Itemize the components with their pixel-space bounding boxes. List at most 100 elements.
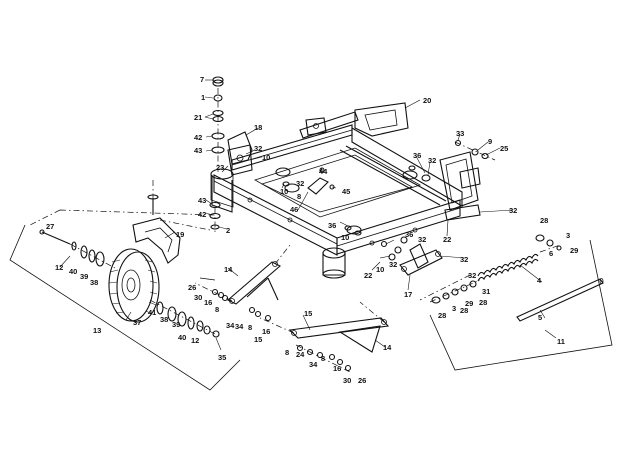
callout-14: 14 xyxy=(383,343,392,352)
callout-32: 32 xyxy=(468,271,476,280)
callout-1: 1 xyxy=(201,93,205,102)
callout-26: 26 xyxy=(188,283,196,292)
callout-13: 13 xyxy=(93,326,101,335)
callout-28: 28 xyxy=(460,306,468,315)
callout-25: 25 xyxy=(500,144,508,153)
callout-32: 32 xyxy=(296,179,304,188)
spring-hardware xyxy=(429,204,562,304)
callout-38: 38 xyxy=(160,315,168,324)
callout-32: 32 xyxy=(389,260,397,269)
callout-26: 26 xyxy=(358,376,366,385)
callout-37: 37 xyxy=(133,318,141,327)
callout-39: 39 xyxy=(80,272,88,281)
lift-link-left xyxy=(194,244,291,305)
axle-right-hardware xyxy=(149,299,220,338)
callout-8: 8 xyxy=(215,305,219,314)
callout-43: 43 xyxy=(198,196,206,205)
callout-44: 44 xyxy=(319,167,328,176)
callout-18: 18 xyxy=(254,123,262,132)
callout-5: 5 xyxy=(538,313,542,322)
lift-arm-right xyxy=(380,236,443,276)
link-bolt-stack-right xyxy=(295,344,352,373)
callout-4: 4 xyxy=(537,276,542,285)
callout-16: 16 xyxy=(333,364,341,373)
callout-20: 20 xyxy=(423,96,431,105)
callout-40: 40 xyxy=(178,333,186,342)
callout-3: 3 xyxy=(566,231,570,240)
caster-fork xyxy=(132,180,211,264)
callout-10: 10 xyxy=(262,153,270,162)
callout-34: 34 xyxy=(309,360,318,369)
callout-27: 27 xyxy=(46,222,54,231)
spring-group-bracket xyxy=(419,239,613,371)
callout-2: 2 xyxy=(226,226,230,235)
leader-lines xyxy=(59,79,557,351)
callout-28: 28 xyxy=(540,216,548,225)
callout-32: 32 xyxy=(460,255,468,264)
callout-15: 15 xyxy=(254,335,262,344)
callout-16: 16 xyxy=(262,327,270,336)
rod xyxy=(516,278,604,322)
callout-43: 43 xyxy=(194,146,202,155)
callout-32: 32 xyxy=(254,144,262,153)
callout-28: 28 xyxy=(438,311,446,320)
callout-19: 19 xyxy=(176,230,184,239)
callout-labels: 7121424318321023203392536324432451084643… xyxy=(46,75,578,385)
callout-9: 9 xyxy=(488,137,492,146)
callout-38: 38 xyxy=(90,278,98,287)
callout-21: 21 xyxy=(194,113,202,122)
callout-36: 36 xyxy=(413,151,421,160)
callout-10: 10 xyxy=(376,265,384,274)
callout-8: 8 xyxy=(285,348,289,357)
callout-36: 36 xyxy=(405,230,413,239)
callout-30: 30 xyxy=(194,293,202,302)
callout-41: 41 xyxy=(148,308,156,317)
callout-8: 8 xyxy=(321,354,325,363)
callout-42: 42 xyxy=(198,210,206,219)
callout-28: 28 xyxy=(479,298,487,307)
callout-33: 33 xyxy=(456,129,464,138)
callout-34: 34 xyxy=(226,321,235,330)
callout-32: 32 xyxy=(509,206,517,215)
axle-left-hardware xyxy=(39,229,116,269)
callout-7: 7 xyxy=(200,75,204,84)
callout-35: 35 xyxy=(218,353,226,362)
pivot-stack-top xyxy=(211,76,253,172)
callout-10: 10 xyxy=(280,187,288,196)
callout-31: 31 xyxy=(482,287,490,296)
callout-14: 14 xyxy=(224,265,233,274)
callout-30: 30 xyxy=(343,376,351,385)
callout-3: 3 xyxy=(452,304,456,313)
callout-8: 8 xyxy=(248,323,252,332)
callout-15: 15 xyxy=(304,309,312,318)
callout-16: 16 xyxy=(204,298,212,307)
callout-12: 12 xyxy=(55,263,63,272)
spring xyxy=(477,253,539,282)
caster-wheel xyxy=(108,248,160,323)
callout-36: 36 xyxy=(328,221,336,230)
callout-22: 22 xyxy=(443,235,451,244)
callout-40: 40 xyxy=(69,267,77,276)
callout-10: 10 xyxy=(341,233,349,242)
callout-32: 32 xyxy=(428,156,436,165)
callout-11: 11 xyxy=(557,337,565,346)
callout-6: 6 xyxy=(549,249,553,258)
callout-23: 23 xyxy=(216,163,224,172)
callout-22: 22 xyxy=(364,271,372,280)
callout-24: 24 xyxy=(296,350,305,359)
lift-link-right xyxy=(259,301,390,353)
callout-39: 39 xyxy=(172,320,180,329)
callout-29: 29 xyxy=(465,299,473,308)
link-bolt-stack-left xyxy=(199,277,272,322)
callout-8: 8 xyxy=(297,192,301,201)
callout-42: 42 xyxy=(194,133,202,142)
wheel-group-bracket xyxy=(9,209,241,391)
callout-32: 32 xyxy=(418,235,426,244)
callout-12: 12 xyxy=(191,336,199,345)
small-pins xyxy=(282,165,431,236)
chassis-frame xyxy=(210,102,481,279)
pivot-stack-lower xyxy=(209,201,221,232)
callout-45: 45 xyxy=(342,187,350,196)
